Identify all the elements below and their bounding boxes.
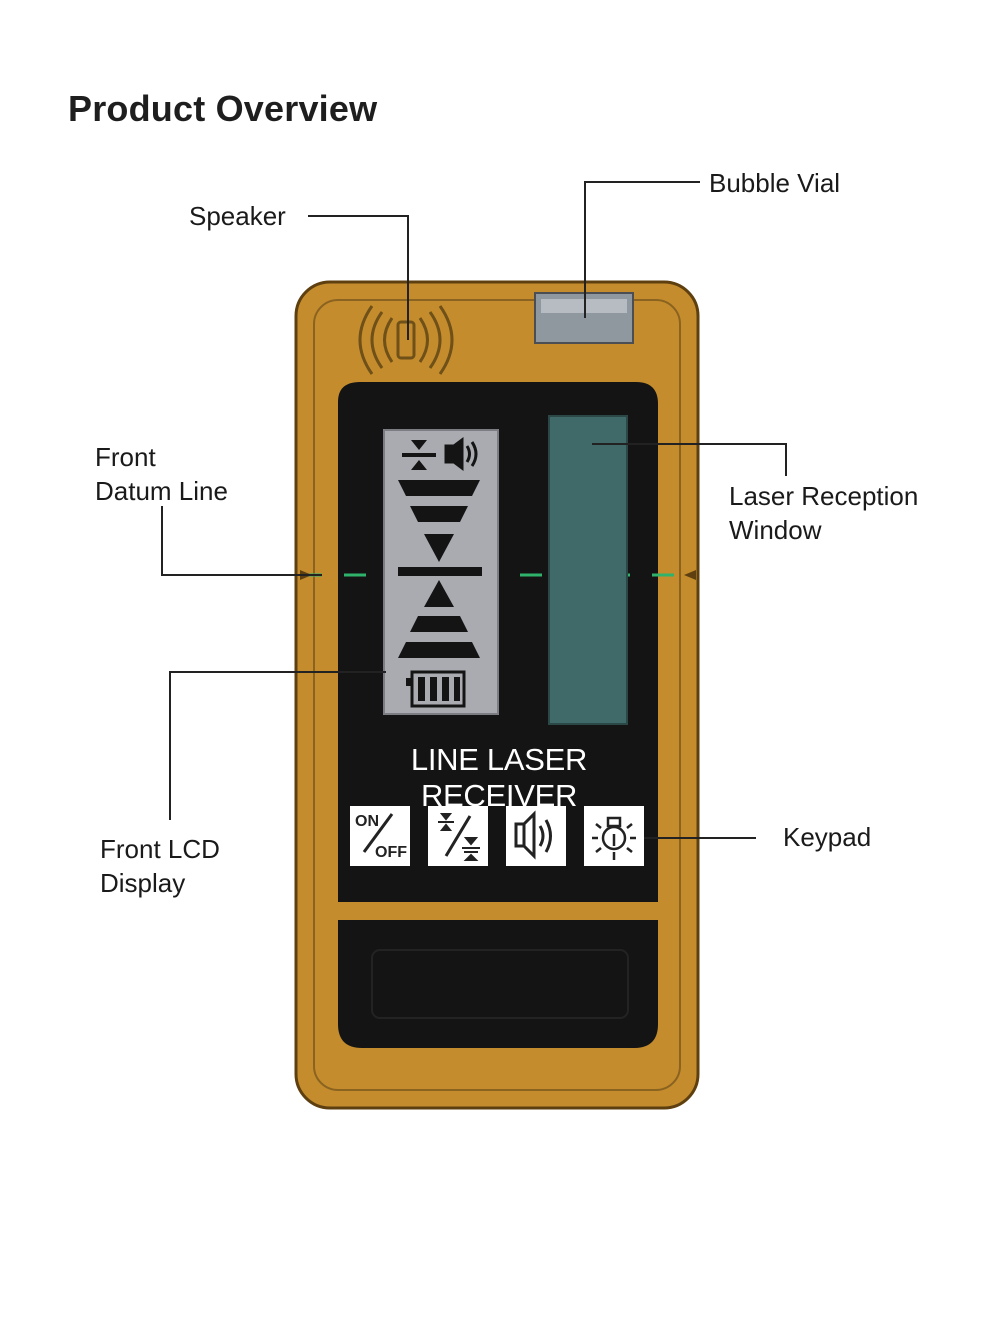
leader-lines bbox=[161, 181, 787, 839]
light-bulb-icon bbox=[592, 816, 636, 860]
speaker-icon bbox=[514, 810, 552, 860]
speaker-leader bbox=[308, 215, 409, 340]
front-datum-line-callout: Front Datum Line bbox=[95, 442, 228, 506]
datum-line-leader bbox=[161, 506, 322, 576]
sensitivity-key[interactable] bbox=[428, 806, 488, 866]
speaker-icon bbox=[358, 305, 454, 375]
power-key[interactable]: ON OFF bbox=[350, 806, 410, 866]
volume-mini-icon bbox=[444, 437, 478, 471]
volume-key[interactable] bbox=[506, 806, 566, 866]
bubble-vial-leader bbox=[584, 181, 700, 318]
on-grade-bar bbox=[398, 567, 482, 576]
bubble-vial-callout: Bubble Vial bbox=[709, 168, 841, 198]
laser-window-leader bbox=[592, 443, 787, 476]
lower-panel bbox=[338, 920, 658, 1048]
backlight-key[interactable] bbox=[584, 806, 644, 866]
power-on-label: ON bbox=[355, 813, 379, 830]
lcd-display bbox=[383, 429, 499, 715]
keypad: ON OFF bbox=[350, 806, 644, 866]
battery-icon bbox=[406, 670, 466, 708]
laser-reception-window bbox=[548, 415, 628, 725]
below-grade-arrows bbox=[398, 580, 480, 658]
precision-toggle-icon bbox=[438, 813, 480, 861]
front-lcd-display-callout: Front LCD Display bbox=[100, 834, 220, 898]
laser-reception-window-callout: Laser Reception Window bbox=[729, 481, 919, 545]
page-title: Product Overview bbox=[68, 88, 378, 129]
power-off-label: OFF bbox=[375, 844, 407, 861]
speaker-callout: Speaker bbox=[189, 201, 286, 231]
device-label: LINE LASER RECEIVER bbox=[410, 742, 588, 813]
on-grade-mini-icon bbox=[402, 440, 436, 470]
above-grade-arrows bbox=[398, 480, 480, 562]
datum-notch-right bbox=[684, 570, 696, 580]
lcd-display-leader bbox=[169, 671, 386, 820]
keypad-callout: Keypad bbox=[783, 822, 872, 852]
